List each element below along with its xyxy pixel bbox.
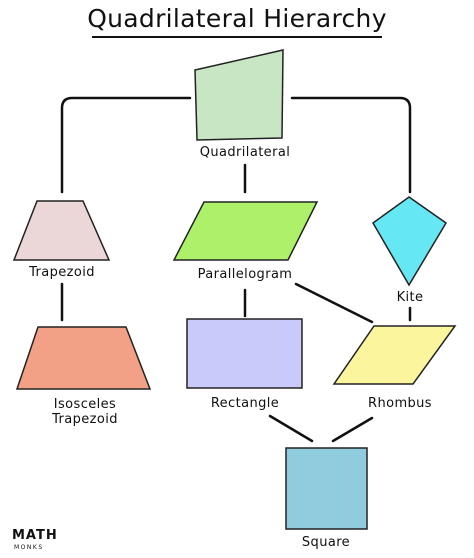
label-isosceles-line2: Trapezoid xyxy=(52,412,118,427)
label-rhombus: Rhombus xyxy=(368,396,432,411)
kite-shape xyxy=(372,196,448,287)
quadrilateral-shape xyxy=(194,49,284,141)
label-quadrilateral: Quadrilateral xyxy=(199,145,291,160)
logo-monks-text: MONKS xyxy=(14,544,44,551)
connector-quadrilateral-kite xyxy=(290,96,412,194)
page-title: Quadrilateral Hierarchy xyxy=(87,4,387,33)
rhombus-shape xyxy=(332,325,457,385)
label-parallelogram: Parallelogram xyxy=(197,267,293,282)
connector-rectangle-square xyxy=(268,414,314,443)
connector-lines xyxy=(60,96,412,443)
label-square: Square xyxy=(301,535,351,550)
title-underline xyxy=(92,36,382,38)
isosceles-trapezoid-shape xyxy=(15,326,152,390)
rectangle-shape xyxy=(186,318,303,389)
label-isosceles-line1: Isosceles xyxy=(53,397,117,412)
label-kite: Kite xyxy=(396,290,424,305)
label-rectangle: Rectangle xyxy=(210,396,280,411)
square-shape xyxy=(285,447,368,530)
connector-quadrilateral-trapezoid xyxy=(60,96,192,194)
connector-rhombus-square xyxy=(331,416,374,443)
label-trapezoid: Trapezoid xyxy=(29,265,95,280)
trapezoid-shape xyxy=(12,200,111,261)
parallelogram-shape xyxy=(172,201,319,261)
connector-parallelogram-rhombus xyxy=(294,282,374,324)
logo-math-text: MATH xyxy=(12,528,58,543)
